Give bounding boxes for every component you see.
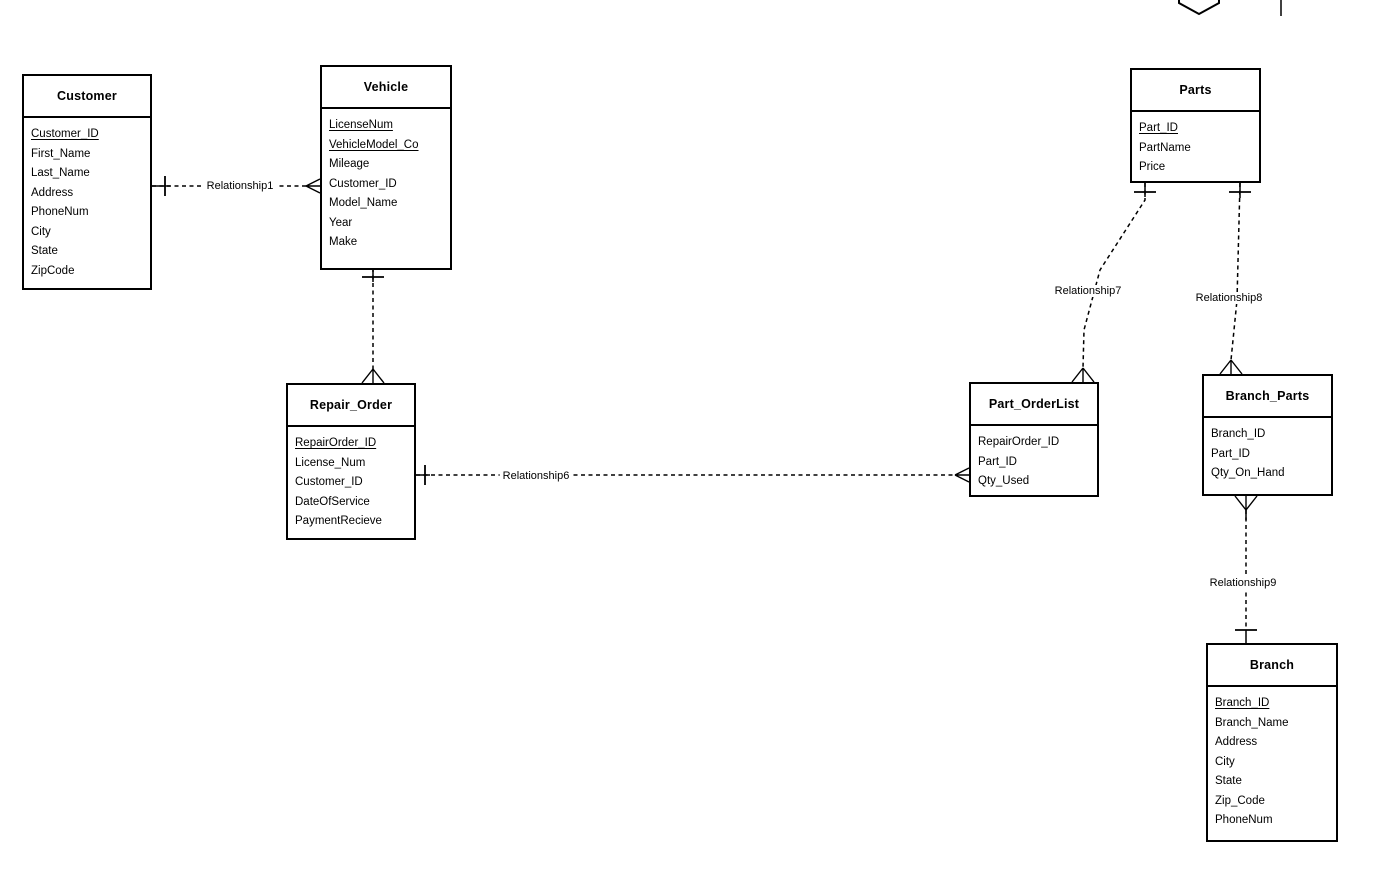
entity-fields-repair-order: RepairOrder_ID License_Num Customer_ID D… (288, 427, 414, 532)
relationship6-connector[interactable] (416, 465, 970, 485)
relationship7-label[interactable]: Relationship7 (1051, 285, 1125, 297)
field-price: Price (1139, 161, 1166, 173)
field-part-id: Part_ID (1139, 122, 1178, 134)
r6-crowfoot (954, 467, 970, 483)
entity-title-parts[interactable]: Parts (1132, 70, 1259, 112)
entity-parts[interactable]: Parts Part_ID PartName Price (1130, 68, 1261, 183)
field-licensenum: LicenseNum (329, 119, 393, 131)
entity-title-branch-parts[interactable]: Branch_Parts (1204, 376, 1331, 418)
entity-title-customer[interactable]: Customer (24, 76, 150, 118)
relationship7-connector[interactable] (1071, 183, 1156, 383)
field-phonenum: PhoneNum (31, 206, 89, 218)
field-last-name: Last_Name (31, 167, 90, 179)
r8-crowfoot (1219, 359, 1243, 375)
field-customer-id: Customer_ID (31, 128, 99, 140)
entity-branch-parts[interactable]: Branch_Parts Branch_ID Part_ID Qty_On_Ha… (1202, 374, 1333, 496)
field-dateofservice: DateOfService (295, 495, 370, 508)
field-paymentrecieve: PaymentRecieve (295, 515, 382, 527)
vehicle-repairorder-connector[interactable] (361, 268, 385, 384)
field-customer-id: Customer_ID (329, 177, 397, 190)
field-address: Address (31, 186, 74, 199)
field-vehiclemodel-code: VehicleModel_Co (329, 138, 419, 151)
field-city: City (1215, 755, 1235, 768)
relationship8-label[interactable]: Relationship8 (1192, 292, 1266, 304)
field-partname: PartName (1139, 141, 1191, 154)
field-zip-code: Zip_Code (1215, 794, 1265, 807)
field-model-name: Model_Name (329, 197, 398, 209)
relationship9-label[interactable]: Relationship9 (1206, 577, 1280, 589)
field-state: State (1215, 775, 1242, 787)
field-phonenum: PhoneNum (1215, 814, 1273, 826)
clipped-shape-top-right (1178, 0, 1282, 16)
field-branch-id: Branch_ID (1211, 428, 1266, 440)
field-make: Make (329, 236, 358, 248)
entity-fields-branch: Branch_ID Branch_Name Address City State… (1208, 687, 1336, 831)
relationship8-connector[interactable] (1219, 182, 1251, 375)
entity-title-branch[interactable]: Branch (1208, 645, 1336, 687)
entity-customer[interactable]: Customer Customer_ID First_Name Last_Nam… (22, 74, 152, 290)
field-branch-id: Branch_ID (1215, 697, 1270, 709)
r2-crowfoot (361, 368, 385, 384)
entity-part-orderlist[interactable]: Part_OrderList RepairOrder_ID Part_ID Qt… (969, 382, 1099, 497)
field-customer-id: Customer_ID (295, 476, 363, 488)
field-license-num: License_Num (295, 456, 366, 469)
field-zipcode: ZipCode (31, 264, 75, 277)
entity-title-vehicle[interactable]: Vehicle (322, 67, 450, 109)
field-year: Year (329, 216, 353, 229)
r1-crowfoot (305, 178, 321, 194)
entity-fields-parts: Part_ID PartName Price (1132, 112, 1259, 178)
entity-title-part-orderlist[interactable]: Part_OrderList (971, 384, 1097, 426)
entity-vehicle[interactable]: Vehicle LicenseNum VehicleModel_Co Milea… (320, 65, 452, 270)
field-qty-used: Qty_Used (978, 475, 1030, 487)
field-branch-name: Branch_Name (1215, 716, 1289, 729)
field-state: State (31, 245, 58, 257)
entity-fields-vehicle: LicenseNum VehicleModel_Co Mileage Custo… (322, 109, 450, 253)
clipped-bowtie-icon (1178, 0, 1220, 16)
entity-title-repair-order[interactable]: Repair_Order (288, 385, 414, 427)
field-mileage: Mileage (329, 158, 370, 170)
r7-crowfoot (1071, 367, 1095, 383)
field-qty-on-hand: Qty_On_Hand (1211, 467, 1285, 479)
entity-branch[interactable]: Branch Branch_ID Branch_Name Address Cit… (1206, 643, 1338, 842)
field-first-name: First_Name (31, 147, 91, 160)
entity-fields-branch-parts: Branch_ID Part_ID Qty_On_Hand (1204, 418, 1331, 484)
entity-fields-part-orderlist: RepairOrder_ID Part_ID Qty_Used (971, 426, 1097, 492)
field-part-id: Part_ID (978, 455, 1017, 468)
field-repairorder-id: RepairOrder_ID (295, 437, 377, 449)
field-city: City (31, 225, 51, 238)
field-address: Address (1215, 736, 1258, 748)
entity-fields-customer: Customer_ID First_Name Last_Name Address… (24, 118, 150, 281)
r8-line (1230, 182, 1241, 361)
field-repairorder-id: RepairOrder_ID (978, 436, 1060, 448)
field-part-id: Part_ID (1211, 447, 1250, 460)
relationship1-label[interactable]: Relationship1 (203, 180, 277, 192)
relationship6-label[interactable]: Relationship6 (499, 470, 573, 482)
relationship9-connector[interactable] (1234, 495, 1258, 643)
entity-repair-order[interactable]: Repair_Order RepairOrder_ID License_Num … (286, 383, 416, 540)
r9-crowfoot (1234, 495, 1258, 511)
r7-line (1082, 183, 1146, 369)
